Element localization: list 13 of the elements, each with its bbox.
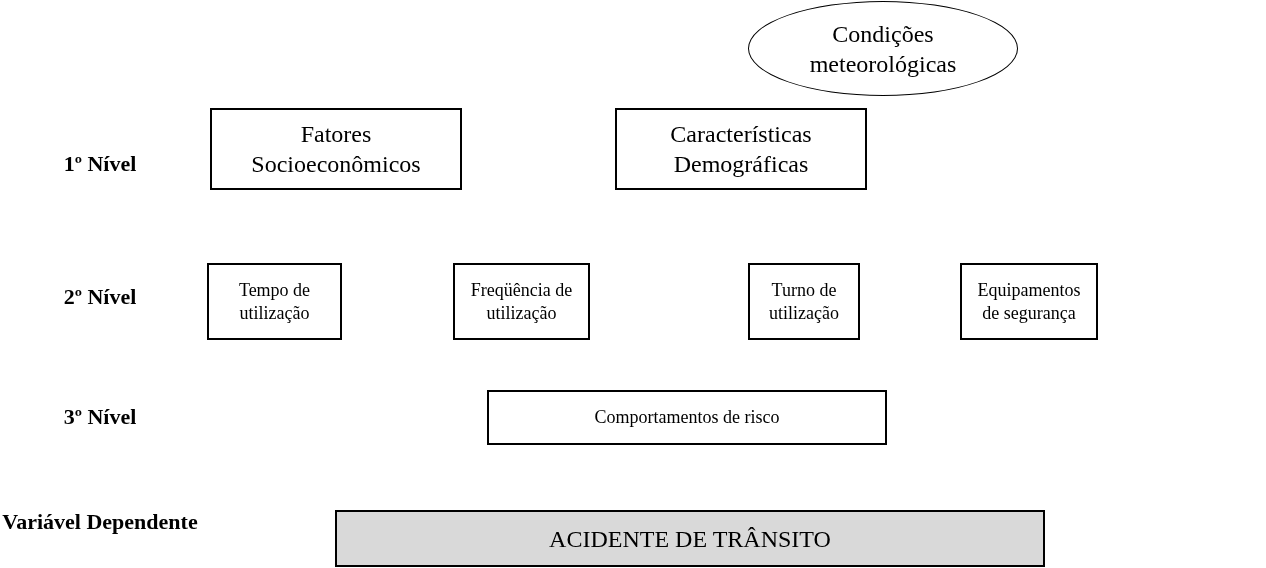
- process-box: Fatores Socioeconômicos: [210, 108, 462, 190]
- level-label: 2º Nível: [62, 283, 138, 311]
- level-label: 3º Nível: [62, 403, 138, 431]
- process-box: Equipamentos de segurança: [960, 263, 1098, 340]
- process-box: ACIDENTE DE TRÂNSITO: [335, 510, 1045, 567]
- process-box: Turno de utilização: [748, 263, 860, 340]
- level-label: Variável Dependente: [1, 508, 199, 536]
- process-box: Tempo de utilização: [207, 263, 342, 340]
- ellipse-node: Condições meteorológicas: [748, 1, 1018, 96]
- process-box: Características Demográficas: [615, 108, 867, 190]
- level-label: 1º Nível: [62, 150, 138, 178]
- process-box: Comportamentos de risco: [487, 390, 887, 445]
- process-box: Freqüência de utilização: [453, 263, 590, 340]
